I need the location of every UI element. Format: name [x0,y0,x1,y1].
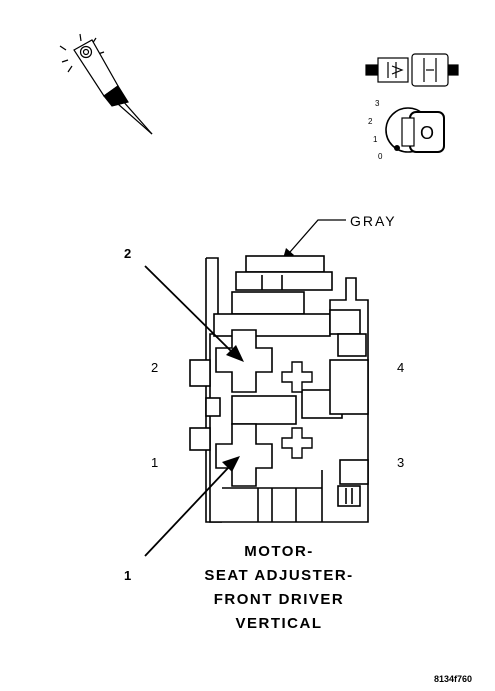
figure-code: 8134f760 [434,674,472,684]
ignition-pos-2: 2 [368,117,373,126]
component-caption: MOTOR- SEAT ADJUSTER- FRONT DRIVER VERTI… [204,543,353,632]
terminal-cavity-3 [281,427,313,459]
key-symbol: O [420,123,434,143]
ignition-switch-icon: 3 2 1 0 O [368,99,445,161]
connector-housing [189,255,369,523]
test-probe-icon [59,33,153,135]
terminal-cavity-1 [215,423,273,487]
callout-arrow-1: 1 [124,456,240,583]
caption-line-3: FRONT DRIVER [214,591,345,608]
caption-line-4: VERTICAL [236,615,323,632]
caption-line-1: MOTOR- [244,543,314,560]
terminal-cavity-4 [281,361,313,393]
ignition-pos-3: 3 [375,99,380,108]
pin-label-4: 4 [397,360,404,375]
pin-label-3: 3 [397,455,404,470]
caption-line-2: SEAT ADJUSTER- [204,567,353,584]
pin-label-1: 1 [151,455,158,470]
pin-label-2: 2 [151,360,158,375]
connector-pair-icon [365,53,459,87]
ignition-pos-1: 1 [373,135,378,144]
wire-color-label: GRAY [350,213,397,229]
callout-ref-1: 1 [124,568,131,583]
gray-leader: GRAY [282,213,397,262]
ignition-pos-0: 0 [378,152,383,161]
terminal-cavity-2 [215,329,273,393]
callout-arrow-2: 2 [124,246,244,362]
callout-ref-2: 2 [124,246,131,261]
